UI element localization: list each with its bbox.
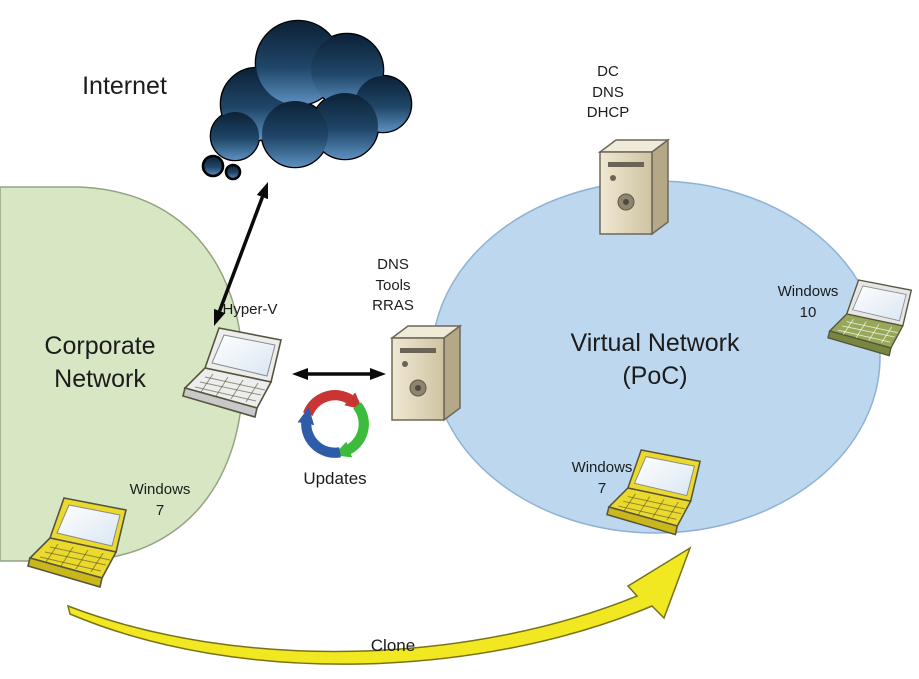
keyboard (618, 493, 686, 521)
win7corp-label-line2: 7 (155, 501, 165, 519)
dc-label-line3: DHCP (586, 104, 630, 122)
hyperv-label: Hyper-V (200, 300, 300, 321)
virtual-network-label: Virtual Network (PoC) (530, 327, 780, 392)
updates-label: Updates (285, 468, 385, 490)
clone-label: Clone (343, 635, 443, 657)
updates-label-text: Updates (303, 469, 367, 488)
hyperv-laptop-icon (182, 327, 282, 419)
edge-server-icon (389, 324, 463, 422)
windows10-label: Windows 10 (763, 282, 853, 323)
edge-label-line2: Tools (375, 276, 411, 294)
internet-cloud-icon (201, 19, 413, 181)
corporate-label-line2: Network (54, 364, 146, 393)
win7corp-label-line1: Windows (129, 481, 191, 498)
win7poc-label-line2: 7 (597, 479, 607, 497)
dc-label-line1: DC (597, 63, 619, 80)
clone-label-text: Clone (370, 636, 416, 655)
keyboard (194, 373, 266, 403)
edge-label-line1: DNS (377, 256, 409, 273)
corporate-network-label: Corporate Network (15, 330, 185, 395)
win10-label-line2: 10 (799, 303, 817, 321)
internet-label: Internet (62, 70, 187, 103)
keyboard (838, 318, 898, 344)
clone-arrow (66, 546, 692, 665)
edge-server-label: DNS Tools RRAS (343, 255, 443, 317)
edge-label-line3: RRAS (372, 297, 414, 315)
win10-label-line1: Windows (777, 283, 839, 300)
dc-server-label: DC DNS DHCP (558, 62, 658, 124)
hyperv-label-text: Hyper-V (222, 301, 278, 318)
windows7-poc-laptop-icon (606, 449, 702, 536)
virtual-label-line2: (PoC) (622, 361, 688, 390)
hyperv-edge-server-arrow (292, 368, 386, 380)
windows7-corporate-label: Windows 7 (115, 480, 205, 521)
internet-hyperv-arrow (214, 182, 268, 326)
dc-server-icon (597, 138, 671, 236)
dc-label-line2: DNS (592, 83, 624, 101)
keyboard (39, 543, 111, 573)
virtual-label-line1: Virtual Network (570, 329, 740, 357)
updates-icon (297, 390, 369, 458)
internet-label-text: Internet (82, 72, 167, 100)
windows7-corporate-laptop-icon (27, 497, 127, 589)
corporate-label-line1: Corporate (44, 332, 156, 360)
cloud-body (211, 21, 411, 167)
win7poc-label-line1: Windows (571, 459, 633, 476)
windows7-poc-label: Windows 7 (557, 458, 647, 499)
windows10-laptop-icon (827, 279, 913, 357)
